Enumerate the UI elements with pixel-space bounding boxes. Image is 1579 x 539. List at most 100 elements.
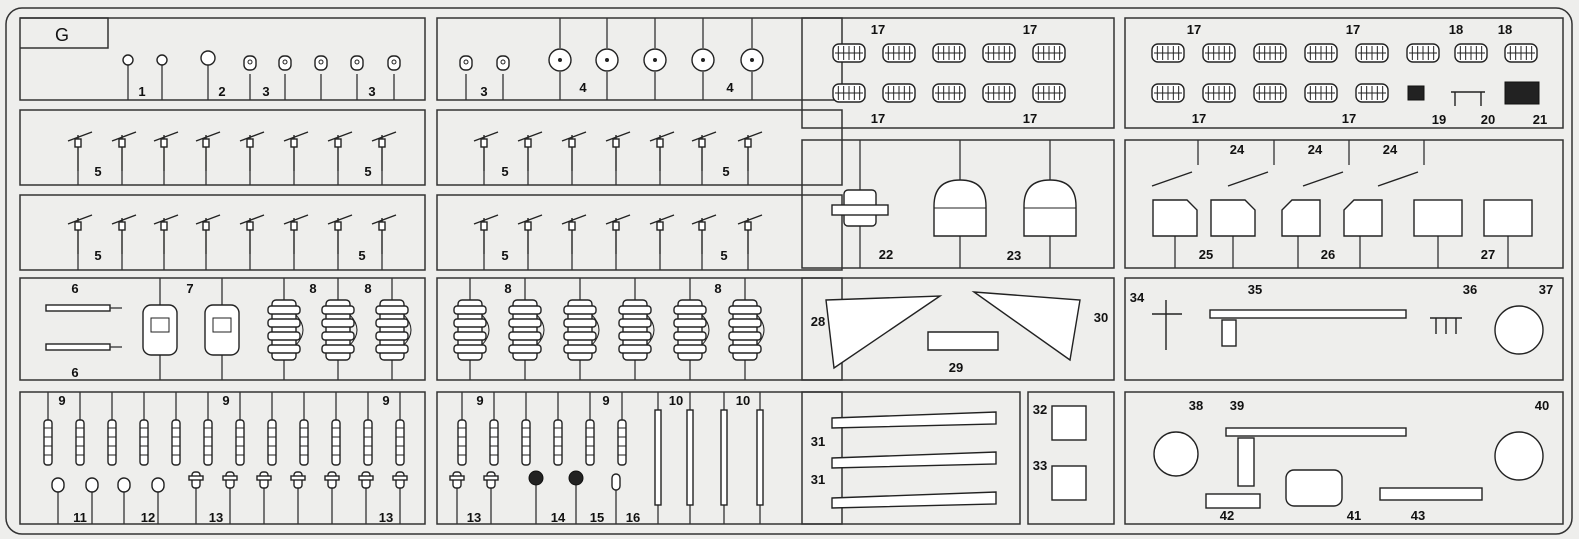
part-number-5: 5 <box>94 164 101 179</box>
part-number-17: 17 <box>871 111 885 126</box>
part-31 <box>831 451 997 469</box>
part-number-17: 17 <box>1192 111 1206 126</box>
part-number-23: 23 <box>1007 248 1021 263</box>
part-number-35: 35 <box>1248 282 1262 297</box>
part-number-24: 24 <box>1383 142 1398 157</box>
part-number-34: 34 <box>1130 290 1145 305</box>
part-number-9: 9 <box>58 393 65 408</box>
part-pin <box>107 419 117 466</box>
part-number-5: 5 <box>358 248 365 263</box>
part-bracket <box>496 55 510 71</box>
part-ball <box>156 54 168 66</box>
part-number-42: 42 <box>1220 508 1234 523</box>
part-number-8: 8 <box>309 281 316 296</box>
part-number-13: 13 <box>467 510 481 525</box>
part-number-30: 30 <box>1094 310 1108 325</box>
part-24 <box>1302 171 1344 187</box>
sprue-compartment <box>19 194 426 271</box>
part-number-5: 5 <box>720 248 727 263</box>
part-number-10: 10 <box>669 393 683 408</box>
part-bracket <box>314 55 328 71</box>
part-number-3: 3 <box>262 84 269 99</box>
part-number-27: 27 <box>1481 247 1495 262</box>
part-number-31: 31 <box>811 434 825 449</box>
part-number-38: 38 <box>1189 398 1203 413</box>
sprue-letter: G <box>55 25 69 45</box>
part-hinge <box>151 477 165 493</box>
part-rod <box>654 409 662 506</box>
part-pin <box>235 419 245 466</box>
part-number-6: 6 <box>71 281 78 296</box>
sprue-compartment <box>801 139 1115 269</box>
part-number-21: 21 <box>1533 112 1547 127</box>
part-number-9: 9 <box>602 393 609 408</box>
part-number-9: 9 <box>476 393 483 408</box>
part-number-17: 17 <box>871 22 885 37</box>
part-24 <box>1227 171 1269 187</box>
sprue-compartment <box>436 194 843 271</box>
part-ball <box>122 54 134 66</box>
part-34 <box>1152 300 1182 350</box>
part-36 <box>1430 317 1462 334</box>
part-number-6: 6 <box>71 365 78 380</box>
part-number-5: 5 <box>364 164 371 179</box>
part-number-22: 22 <box>879 247 893 262</box>
part-30 <box>971 291 1081 362</box>
part-number-1: 1 <box>138 84 145 99</box>
part-number-29: 29 <box>949 360 963 375</box>
part-number-17: 17 <box>1187 22 1201 37</box>
part-25 <box>1210 199 1256 237</box>
part-pin <box>203 419 213 466</box>
part-38 <box>1153 431 1199 477</box>
part-number-4: 4 <box>579 80 587 95</box>
part-31 <box>831 411 997 429</box>
part-27 <box>1483 199 1533 237</box>
part-41 <box>1285 469 1343 507</box>
sprue-compartment <box>436 109 843 186</box>
sprue-compartment <box>801 391 1021 525</box>
part-rod <box>756 409 764 506</box>
part-number-20: 20 <box>1481 112 1495 127</box>
part-number-17: 17 <box>1023 22 1037 37</box>
part-number-7: 7 <box>186 281 193 296</box>
part-housing <box>204 304 240 356</box>
sprue-compartment <box>801 277 1115 381</box>
part-number-8: 8 <box>714 281 721 296</box>
part-knob <box>528 470 544 486</box>
part-ball <box>200 50 216 66</box>
part-number-9: 9 <box>222 393 229 408</box>
part-pin <box>457 419 467 466</box>
part-rod <box>686 409 694 506</box>
part-24 <box>1151 171 1193 187</box>
part-number-40: 40 <box>1535 398 1549 413</box>
part-pin <box>267 419 277 466</box>
part-number-37: 37 <box>1539 282 1553 297</box>
part-number-5: 5 <box>501 164 508 179</box>
part-number-18: 18 <box>1498 22 1512 37</box>
part-rod <box>720 409 728 506</box>
part-pin <box>395 419 405 466</box>
part-number-17: 17 <box>1346 22 1360 37</box>
part-32 <box>1051 405 1087 441</box>
part-pin <box>75 419 85 466</box>
part-number-8: 8 <box>504 281 511 296</box>
part-27 <box>1413 199 1463 237</box>
part-bracket <box>278 55 292 71</box>
sprue-compartment <box>1124 391 1564 525</box>
sprue-compartment <box>19 109 426 186</box>
part-28 <box>825 295 943 370</box>
sprue-compartment <box>19 17 426 101</box>
part-number-32: 32 <box>1033 402 1047 417</box>
sprue-outer-frame <box>5 7 1573 535</box>
part-31 <box>831 491 997 509</box>
part-21 <box>1504 81 1540 105</box>
part-number-31: 31 <box>811 472 825 487</box>
part-pin <box>521 419 531 466</box>
part-number-36: 36 <box>1463 282 1477 297</box>
part-pin <box>553 419 563 466</box>
part-number-33: 33 <box>1033 458 1047 473</box>
part-43 <box>1379 487 1483 501</box>
part-bracket <box>387 55 401 71</box>
part-barrel <box>45 343 111 351</box>
part-pin <box>139 419 149 466</box>
